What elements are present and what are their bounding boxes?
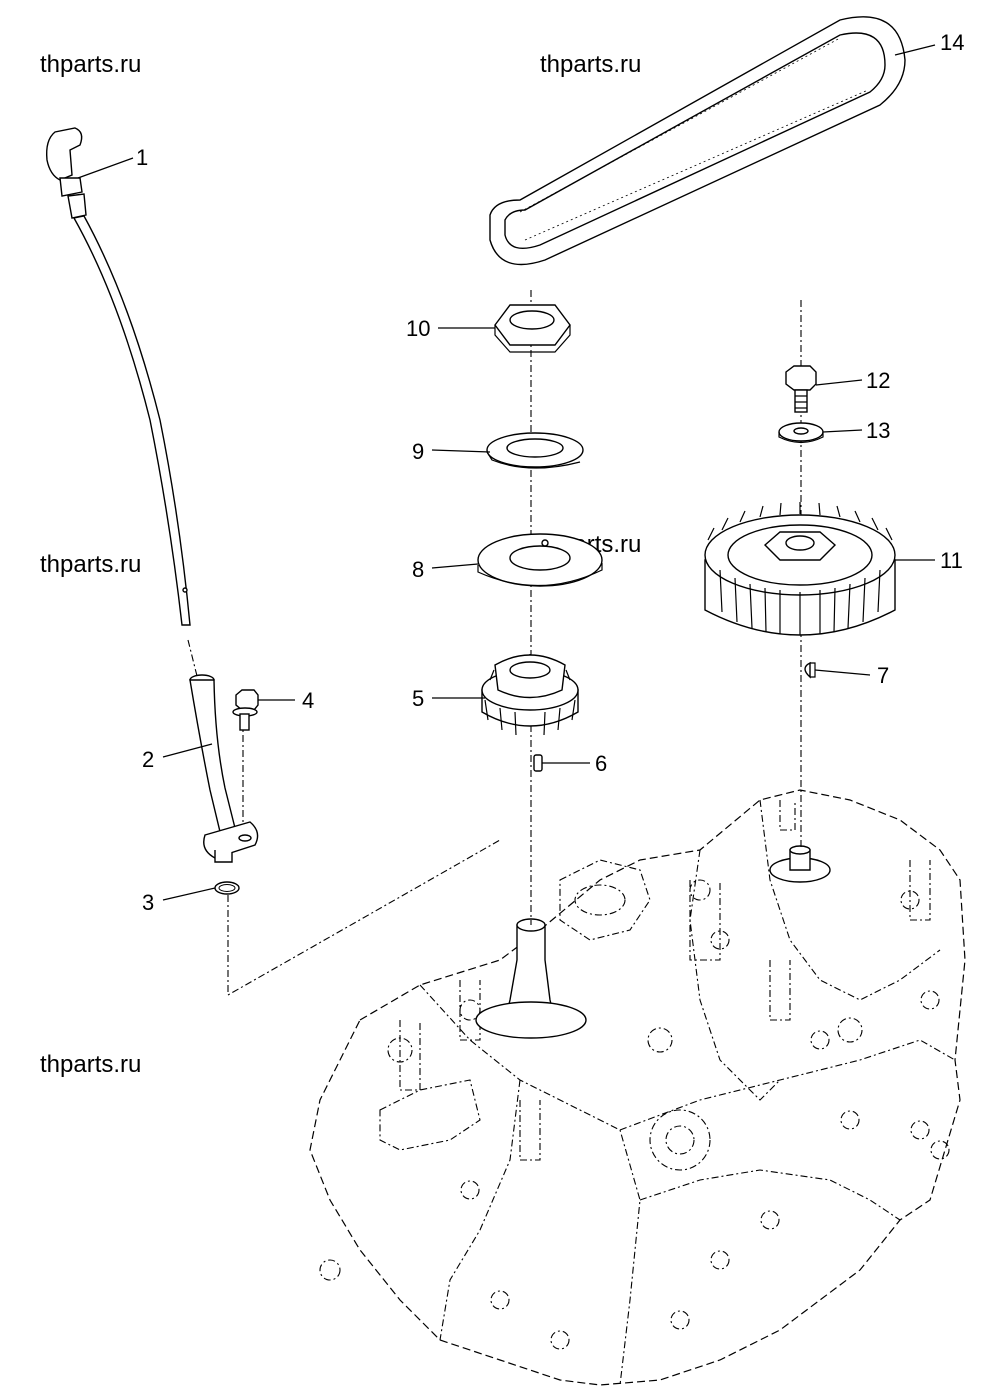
watermark: thparts.ru — [40, 551, 141, 578]
dowel-pin — [533, 754, 543, 772]
plate-washer — [477, 533, 603, 587]
driven-pulley — [704, 502, 896, 636]
callout-13: 13 — [866, 418, 890, 443]
callout-labels: 1 2 3 4 5 6 7 8 9 10 11 12 13 14 — [136, 30, 964, 915]
callout-12: 12 — [866, 368, 890, 393]
woodruff-key — [804, 661, 816, 679]
callout-14: 14 — [940, 30, 964, 55]
o-ring — [214, 881, 240, 895]
watermark: thparts.ru — [540, 51, 641, 78]
dipstick — [45, 127, 191, 626]
drive-sprocket — [481, 654, 579, 736]
callout-7: 7 — [877, 663, 889, 688]
callout-1: 1 — [136, 145, 148, 170]
lock-washer — [486, 432, 584, 469]
callout-10: 10 — [406, 316, 430, 341]
engine-block — [309, 789, 966, 1386]
callout-5: 5 — [412, 686, 424, 711]
callout-11: 11 — [940, 548, 963, 573]
timing-belt — [489, 16, 906, 266]
bolt — [232, 689, 259, 731]
callout-4: 4 — [302, 688, 314, 713]
callout-8: 8 — [412, 557, 424, 582]
watermark: thparts.ru — [40, 51, 141, 78]
callout-3: 3 — [142, 890, 154, 915]
callout-6: 6 — [595, 751, 607, 776]
callout-leaders — [77, 44, 936, 901]
callout-2: 2 — [142, 747, 154, 772]
callout-9: 9 — [412, 439, 424, 464]
bolt — [785, 365, 817, 413]
dipstick-guide-tube — [189, 674, 259, 863]
watermark: thparts.ru — [40, 1051, 141, 1078]
washer — [778, 422, 824, 444]
nut — [494, 304, 571, 353]
